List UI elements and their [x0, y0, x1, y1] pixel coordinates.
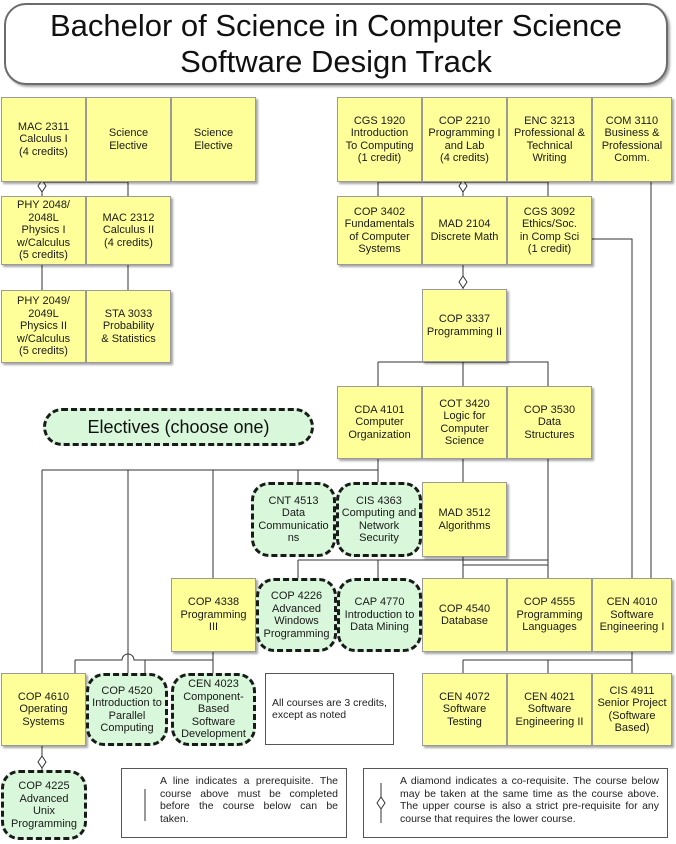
- course-cen4021: CEN 4021 Software Engineering II: [507, 673, 592, 746]
- chart-title-box: Bachelor of Science in Computer Science …: [4, 3, 668, 85]
- course-cop2210: COP 2210 Programming I and Lab (4 credit…: [422, 97, 507, 182]
- course-sta3033: STA 3033 Probability & Statistics: [86, 290, 171, 363]
- course-cen4072: CEN 4072 Software Testing: [422, 673, 507, 746]
- course-mad2104: MAD 2104 Discrete Math: [422, 196, 507, 265]
- course-cop4338: COP 4338 Programming III: [171, 578, 256, 652]
- corequisite-diamond-icon: [458, 275, 468, 289]
- line-legend: A line indicates a prerequisite. The cou…: [121, 768, 347, 838]
- course-cis4363: CIS 4363 Computing and Network Security: [336, 482, 422, 557]
- course-cda4101: CDA 4101 Computer Organization: [337, 386, 422, 459]
- course-cop3402: COP 3402 Fundamentals of Computer System…: [337, 196, 422, 265]
- course-cop4610: COP 4610 Operating Systems: [1, 673, 86, 746]
- course-cis4911: CIS 4911 Senior Project (Software Based): [592, 673, 672, 746]
- course-mad3512: MAD 3512 Algorithms: [422, 482, 507, 557]
- electives-banner: Electives (choose one): [43, 408, 314, 446]
- diamond-legend: A diamond indicates a co-requisite. The …: [363, 768, 668, 838]
- course-cnt4513: CNT 4513 Data Communicatio ns: [251, 482, 336, 557]
- course-cot3420: COT 3420 Logic for Computer Science: [422, 386, 507, 459]
- diamond-legend-text: A diamond indicates a co-requisite. The …: [400, 775, 659, 825]
- course-cop4520: COP 4520 Introduction to Parallel Comput…: [86, 673, 168, 746]
- course-cen4023: CEN 4023 Component- Based Software Devel…: [171, 673, 256, 746]
- course-cgs3092: CGS 3092 Ethics/Soc. in Comp Sci (1 cred…: [507, 196, 592, 265]
- corequisite-diamond-icon: [37, 179, 47, 193]
- course-cop3530: COP 3530 Data Structures: [507, 386, 592, 459]
- course-cen4010: CEN 4010 Software Engineering I: [592, 578, 672, 652]
- title-line-2: Software Design Track: [180, 44, 492, 79]
- course-science-elective-1: Science Elective: [86, 97, 171, 182]
- course-com3110: COM 3110 Business & Professional Comm.: [592, 97, 672, 182]
- line-legend-text: A line indicates a prerequisite. The cou…: [160, 775, 338, 825]
- course-phy2049: PHY 2049/ 2049L Physics II w/Calculus (5…: [1, 290, 86, 363]
- course-cop4225: COP 4225 Advanced Unix Programming: [1, 770, 87, 840]
- course-cop4226: COP 4226 Advanced Windows Programming: [256, 578, 337, 652]
- course-enc3213: ENC 3213 Professional & Technical Writin…: [507, 97, 592, 182]
- course-cop3337: COP 3337 Programming II: [422, 289, 507, 362]
- corequisite-diamond-legend-icon: [376, 783, 386, 823]
- credits-note: All courses are 3 credits, except as not…: [265, 673, 394, 745]
- course-mac2312: MAC 2312 Calculus II (4 credits): [86, 196, 171, 265]
- corequisite-diamond-icon: [458, 179, 468, 193]
- prerequisite-line-icon: [144, 789, 146, 821]
- course-cgs1920: CGS 1920 Introduction To Computing (1 cr…: [337, 97, 422, 182]
- course-cop4540: COP 4540 Database: [422, 578, 507, 652]
- course-cap4770: CAP 4770 Introduction to Data Mining: [337, 578, 422, 652]
- course-mac2311: MAC 2311 Calculus I (4 credits): [1, 97, 86, 182]
- course-phy2048: PHY 2048/ 2048L Physics I w/Calculus (5 …: [1, 196, 86, 265]
- corequisite-diamond-icon: [37, 755, 47, 769]
- course-cop4555: COP 4555 Programming Languages: [507, 578, 592, 652]
- course-science-elective-2: Science Elective: [171, 97, 256, 182]
- title-line-1: Bachelor of Science in Computer Science: [49, 8, 623, 43]
